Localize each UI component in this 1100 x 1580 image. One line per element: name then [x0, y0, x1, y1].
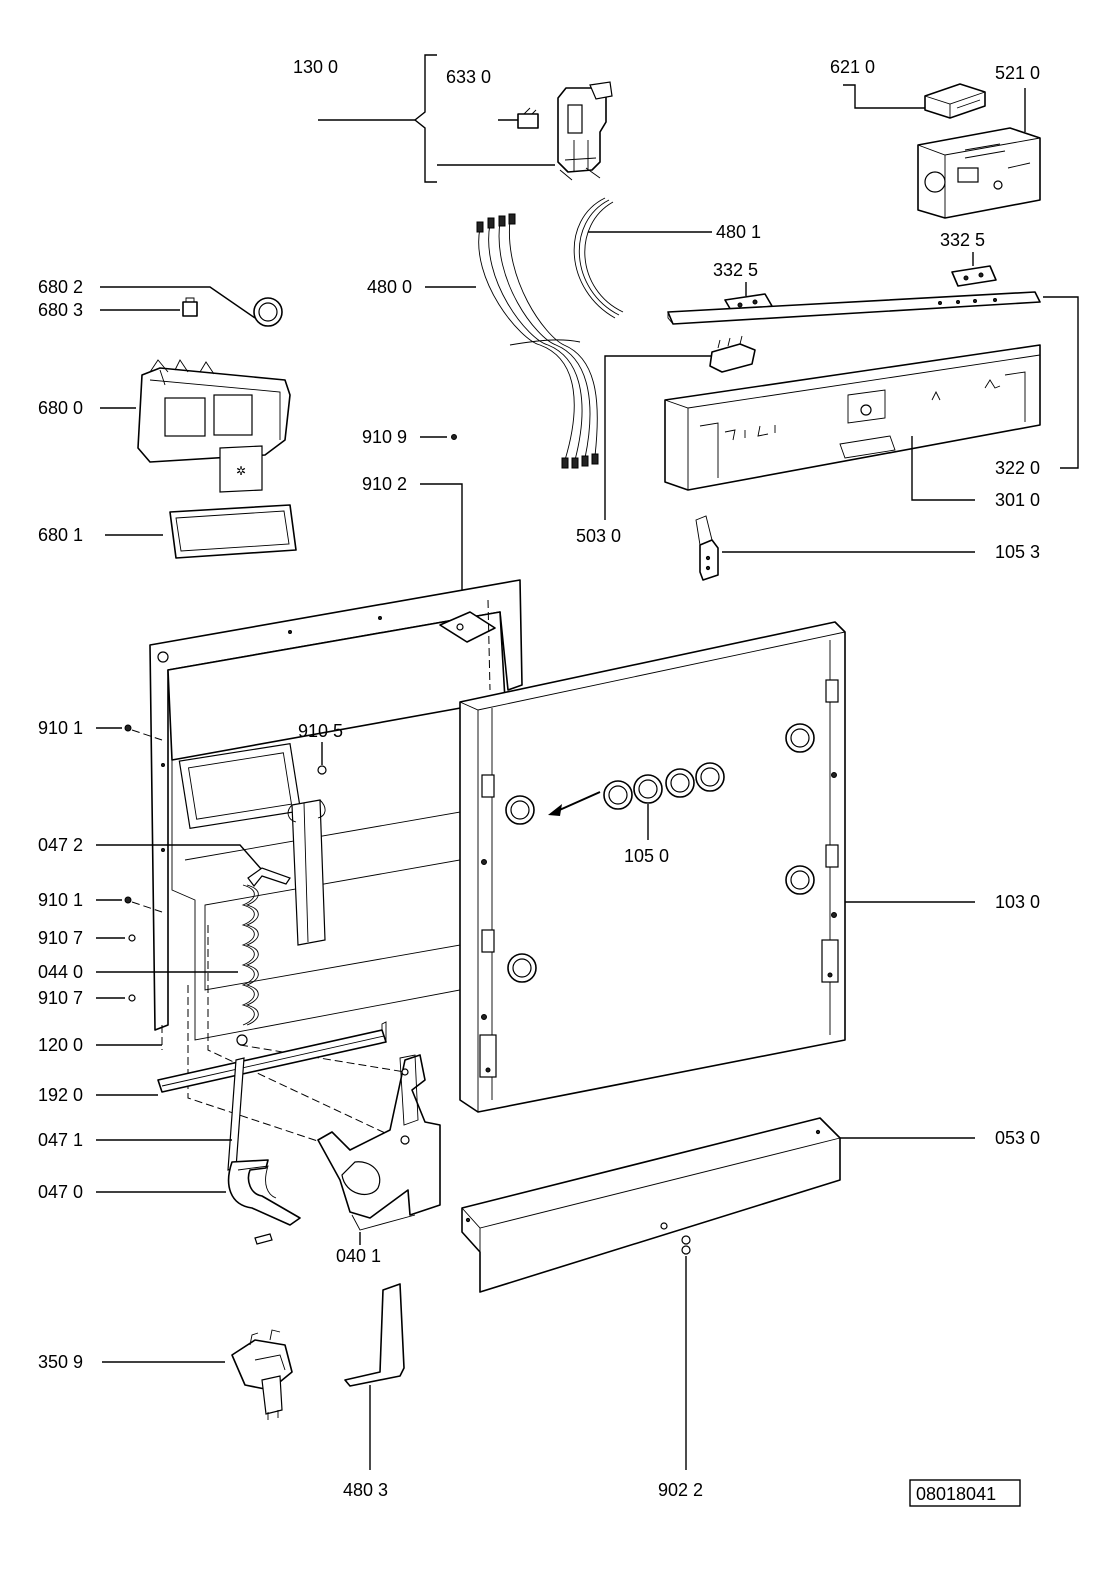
label-047-1: 047 1 [38, 1130, 83, 1150]
part-503-0-switch [604, 335, 756, 520]
label-680-2: 680 2 [38, 277, 83, 297]
label-480-1: 480 1 [716, 222, 761, 242]
label-680-0: 680 0 [38, 398, 83, 418]
label-192-0: 192 0 [38, 1085, 83, 1105]
part-910-5-screw [317, 742, 327, 775]
label-301-0: 301 0 [995, 490, 1040, 510]
label-633-0: 633 0 [446, 67, 491, 87]
part-350-9-switch [102, 1329, 293, 1420]
drawing-number: 08018041 [916, 1484, 996, 1504]
label-902-2: 902 2 [658, 1480, 703, 1500]
label-130-0: 130 0 [293, 57, 338, 77]
label-350-9: 350 9 [38, 1352, 83, 1372]
drawing-number-box: 08018041 [909, 1479, 1021, 1507]
label-910-1-top: 910 1 [38, 718, 83, 738]
label-910-2: 910 2 [362, 474, 407, 494]
part-910-7-screw-b [96, 994, 136, 1002]
label-910-7-b: 910 7 [38, 988, 83, 1008]
part-322-0-control-strip [667, 291, 1079, 469]
assembly-guide [239, 1044, 406, 1073]
part-910-2-screw [420, 483, 463, 618]
label-680-3: 680 3 [38, 300, 83, 320]
part-910-7-screw-a [96, 934, 136, 942]
part-621-0-connector [843, 83, 986, 119]
label-910-7-a: 910 7 [38, 928, 83, 948]
label-044-0: 044 0 [38, 962, 83, 982]
part-680-0-dispenser: ✲ [100, 359, 291, 493]
label-480-3: 480 3 [343, 1480, 388, 1500]
part-044-0-spring [96, 884, 259, 1046]
assembly-guide [207, 925, 401, 1141]
label-322-0: 322 0 [995, 458, 1040, 478]
part-105-3-bracket [695, 515, 975, 581]
label-332-5-b: 332 5 [940, 230, 985, 250]
label-105-3: 105 3 [995, 542, 1040, 562]
label-910-1-bottom: 910 1 [38, 890, 83, 910]
label-480-0: 480 0 [367, 277, 412, 297]
part-103-0-outer-door [459, 621, 975, 1113]
part-910-1-screw-top [96, 724, 163, 741]
part-480-0-wire-harness [425, 213, 599, 469]
part-910-1-screw-bottom [96, 896, 163, 913]
part-192-0-rail [96, 1021, 387, 1096]
label-120-0: 120 0 [38, 1035, 83, 1055]
part-480-3-bracket [344, 1283, 405, 1470]
label-103-0: 103 0 [995, 892, 1040, 912]
label-332-5-a: 332 5 [713, 260, 758, 280]
part-047-2-hook [96, 844, 291, 887]
label-040-1: 040 1 [336, 1246, 381, 1266]
label-910-9: 910 9 [362, 427, 407, 447]
label-047-2: 047 2 [38, 835, 83, 855]
part-120-0-inner-door [149, 579, 523, 1050]
part-910-9-screw [420, 434, 457, 440]
part-040-1-hinge-bracket [317, 1054, 441, 1245]
label-503-0: 503 0 [576, 526, 621, 546]
part-902-2-screw [681, 1235, 691, 1470]
label-053-0: 053 0 [995, 1128, 1040, 1148]
label-047-0: 047 0 [38, 1182, 83, 1202]
svg-text:✲: ✲ [236, 464, 246, 478]
part-301-0-control-panel [664, 344, 1041, 501]
part-680-3-clip [100, 297, 198, 317]
part-680-2-ring [100, 286, 283, 327]
part-047-0-hinge-clip [96, 1159, 301, 1245]
label-105-0: 105 0 [624, 846, 669, 866]
label-680-1: 680 1 [38, 525, 83, 545]
label-910-5: 910 5 [298, 721, 343, 741]
part-332-5-clip-right [951, 252, 997, 287]
part-labels: 130 0 633 0 621 0 521 0 480 1 480 0 332 … [38, 57, 1040, 1500]
part-680-1-gasket [105, 504, 297, 559]
label-521-0: 521 0 [995, 63, 1040, 83]
label-621-0: 621 0 [830, 57, 875, 77]
part-053-0-kick-plate [461, 1117, 975, 1293]
part-521-0-control-module [917, 88, 1041, 219]
part-480-1-wire-harness [573, 197, 712, 319]
part-130-0-switch-assembly [318, 54, 613, 183]
